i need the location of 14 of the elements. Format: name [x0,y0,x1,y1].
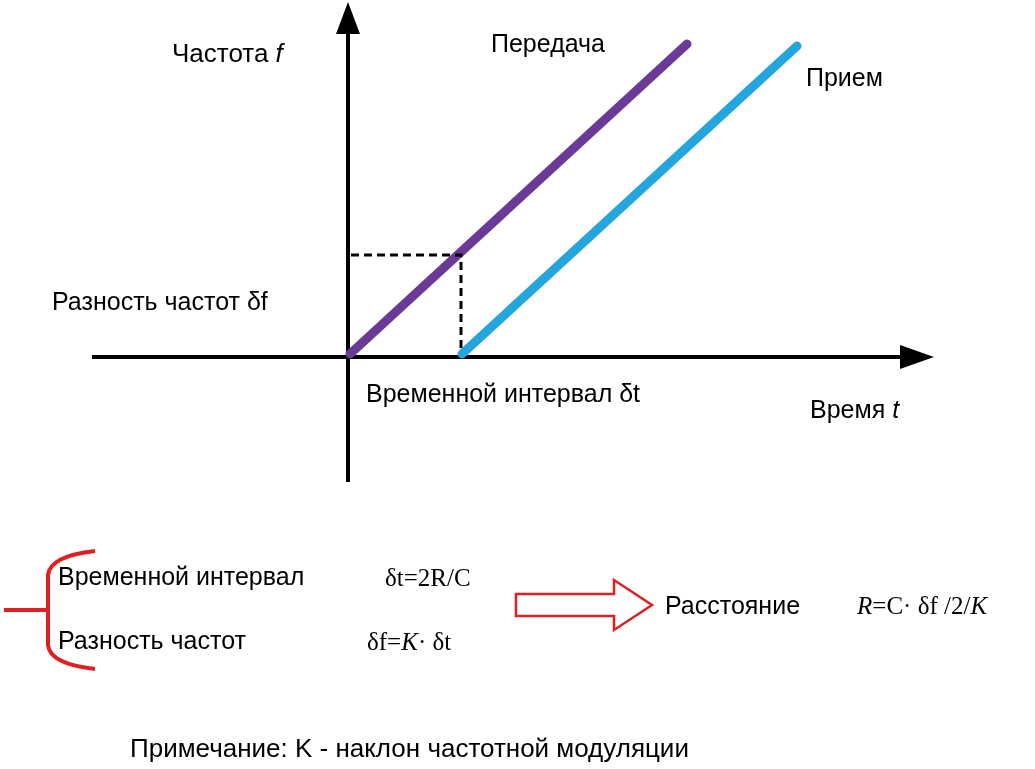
formula: δt=2R/C [385,563,471,593]
axis-label: Прием [806,62,883,92]
term-label: Разность частот [58,625,246,655]
hollow-arrow [514,577,655,633]
axis-label: Временной интервал δt [366,378,641,408]
term-label: Временной интервал [58,561,305,591]
axis-label: Разность частот δf [52,286,268,316]
term-label: Расстояние [665,590,801,620]
axis-label: Передача [491,28,605,58]
formula: δf=K· δt [367,627,452,657]
axis-label: Время t [810,394,900,424]
axis-label: Примечание: K - наклон частотной модуляции [130,733,689,765]
axis-label: Частота f [172,38,283,70]
formula: R=C· δf /2/K [857,591,988,621]
